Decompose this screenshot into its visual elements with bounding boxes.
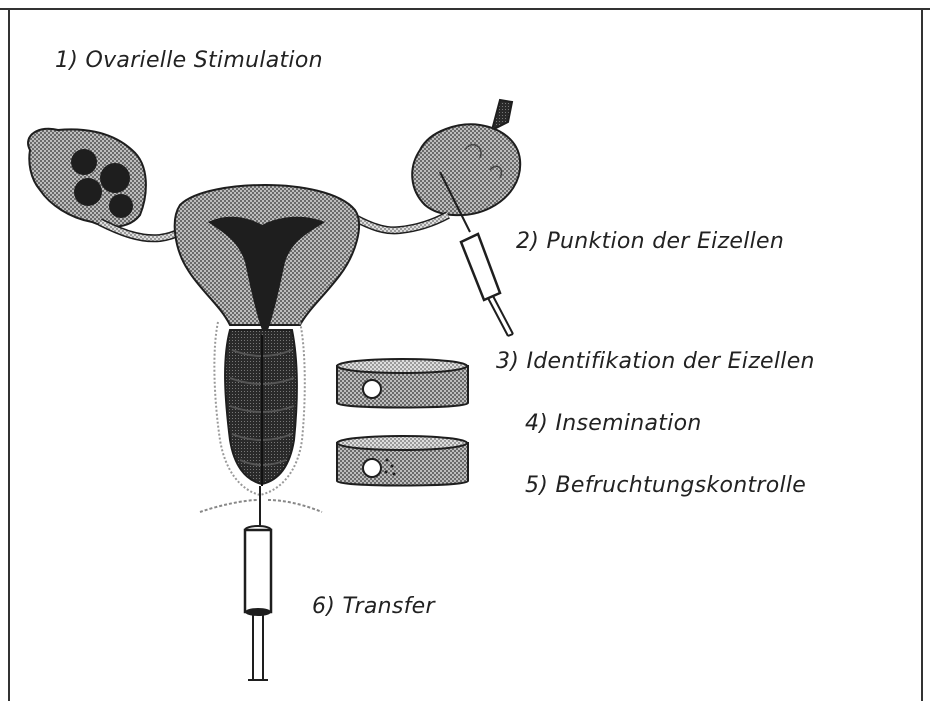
- step-4-label: 4) Insemination: [525, 411, 702, 436]
- step-1-label: 1) Ovarielle Stimulation: [55, 48, 323, 73]
- step-6-label: 6) Transfer: [312, 594, 435, 619]
- step-3-label: 3) Identifikation der Eizellen: [496, 349, 815, 374]
- culture-dish-fertilization-icon: [337, 436, 468, 486]
- culture-dish-icon: [337, 359, 468, 408]
- step-2-label: 2) Punktion der Eizellen: [516, 229, 784, 254]
- ovary-left-icon: [28, 129, 195, 239]
- step-5-label: 5) Befruchtungskontrolle: [525, 473, 806, 498]
- uterus-icon: [175, 185, 359, 330]
- transfer-catheter-icon: [245, 486, 271, 680]
- ovary-right-icon: [355, 100, 520, 230]
- cervix-icon: [214, 322, 304, 495]
